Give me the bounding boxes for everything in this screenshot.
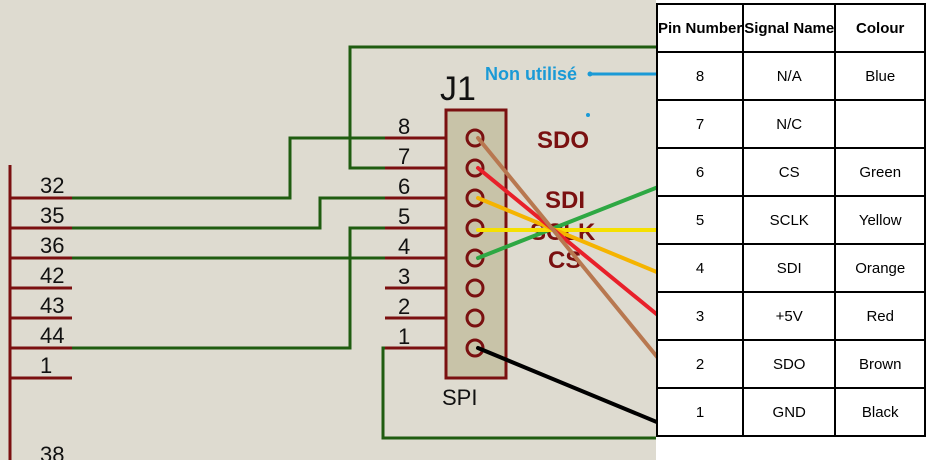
signal-name-cell: N/A	[742, 51, 837, 101]
header-colour: Colour	[834, 3, 927, 53]
colored-wires	[476, 136, 678, 432]
header-pin-label: 5	[398, 204, 410, 229]
signal-label-sdo: SDO	[537, 127, 589, 154]
mcu-pin-label: 1	[40, 353, 52, 378]
wire-black-gnd	[476, 346, 678, 432]
colour-cell: Orange	[834, 243, 927, 293]
colour-cell: Red	[834, 291, 927, 341]
pin-number-cell: 1	[655, 387, 745, 437]
mcu-pin-label: 42	[40, 263, 64, 288]
wire-red-5v	[476, 166, 678, 332]
pin-number-cell: 7	[655, 99, 745, 149]
connector-body	[444, 108, 508, 380]
header-pin-label: 2	[398, 294, 410, 319]
mcu-pin-label: 36	[40, 233, 64, 258]
mcu-pin-label: 38	[40, 442, 64, 460]
pin-number-cell: 8	[655, 51, 745, 101]
mcu-pin-label: 44	[40, 323, 64, 348]
header-pin-number: Pin Number	[655, 3, 745, 53]
colour-cell: Black	[834, 387, 927, 437]
annotation-dot	[586, 113, 590, 117]
pin-number-cell: 5	[655, 195, 745, 245]
mcu-pin-label: 43	[40, 293, 64, 318]
colour-cell	[834, 99, 927, 149]
annotation-dot	[587, 71, 593, 77]
pin-number-cell: 3	[655, 291, 745, 341]
header-pin-label: 8	[398, 114, 410, 139]
header-pin-label: 1	[398, 324, 410, 349]
signal-name-cell: +5V	[742, 291, 837, 341]
wire-orange-sdi	[476, 196, 678, 282]
header-pin-label: 3	[398, 264, 410, 289]
header-pin-label: 7	[398, 144, 410, 169]
connector-reference: J1	[440, 70, 476, 108]
signal-name-cell: GND	[742, 387, 837, 437]
signal-label-sdi: SDI	[545, 187, 585, 214]
header-pin-label: 4	[398, 234, 410, 259]
signal-name-cell: SDO	[742, 339, 837, 389]
signal-name-cell: N/C	[742, 99, 837, 149]
mcu-pin-label: 35	[40, 203, 64, 228]
unused-annotation: Non utilisé	[485, 64, 577, 84]
header-pin-label: 6	[398, 174, 410, 199]
pin-number-cell: 6	[655, 147, 745, 197]
pin-number-cell: 2	[655, 339, 745, 389]
colour-cell: Brown	[834, 339, 927, 389]
connector-pins	[465, 128, 485, 358]
trace-32-to-pin-8	[72, 136, 385, 200]
colour-cell: Blue	[834, 51, 927, 101]
signal-name-cell: SCLK	[742, 195, 837, 245]
signal-name-cell: SDI	[742, 243, 837, 293]
mcu-pin-label: 32	[40, 173, 64, 198]
pin-number-cell: 4	[655, 243, 745, 293]
table-header-row: Pin Number Signal Name Colour	[655, 3, 927, 53]
wire-brown-sdo	[476, 136, 678, 382]
header-signal-name: Signal Name	[742, 3, 837, 53]
trace-pin-7-to-table	[348, 45, 656, 170]
connector-name: SPI	[442, 385, 477, 410]
pcb-traces	[72, 45, 656, 440]
colour-cell: Yellow	[834, 195, 927, 245]
trace-35-to-pin-6	[72, 196, 385, 230]
signal-name-cell: CS	[742, 147, 837, 197]
mcu-pin-stubs	[10, 196, 72, 380]
colour-cell: Green	[834, 147, 927, 197]
trace-pin-1-to-table	[381, 346, 656, 440]
wire-green-cs	[476, 178, 678, 260]
trace-44-to-pin-5	[72, 226, 385, 350]
